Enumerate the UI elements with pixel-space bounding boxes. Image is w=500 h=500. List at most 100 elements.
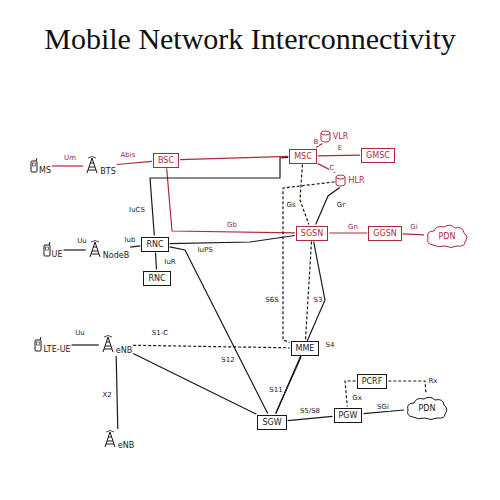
- tower-icon: [100, 335, 116, 353]
- interface-connector: [117, 161, 152, 164]
- database-node: HLR: [335, 174, 364, 187]
- tower-icon: [87, 240, 103, 258]
- network-element-box: PCRF: [357, 374, 388, 389]
- handset-node: LTE-UE: [33, 337, 70, 354]
- tower-frame: [87, 158, 97, 173]
- phone-screen: [37, 342, 40, 345]
- interface-label: Gn: [347, 223, 359, 231]
- node-label: MS: [39, 166, 51, 175]
- cloud-shape: [408, 397, 447, 419]
- base-station-node: eNB: [100, 335, 132, 355]
- node-label: BTS: [100, 167, 115, 176]
- interface-label: IuR: [163, 258, 176, 266]
- tower-antenna: [91, 241, 99, 243]
- phone-icon: [42, 242, 52, 257]
- base-station-node: BTS: [84, 156, 115, 176]
- network-element-box: MSC: [289, 149, 317, 164]
- interface-label: Um: [63, 154, 77, 162]
- database-cylinder: [335, 174, 346, 187]
- interface-connector: [156, 253, 157, 270]
- interface-connector: [180, 156, 288, 159]
- phone-antenna: [49, 242, 50, 245]
- interface-label: S12: [220, 356, 235, 364]
- node-label: GMSC: [366, 151, 390, 160]
- interface-label: C: [329, 164, 336, 172]
- node-label: PCRF: [362, 377, 383, 386]
- tower-icon: [84, 156, 100, 174]
- cylinder-top: [321, 131, 330, 135]
- handset-node: MS: [29, 158, 51, 175]
- interface-connector: [300, 165, 309, 225]
- interface-label: SGi: [376, 403, 390, 411]
- cloud-shape: [428, 225, 467, 247]
- phone-screen: [45, 247, 48, 250]
- node-label: SGSN: [301, 229, 323, 238]
- node-label: HLR: [348, 176, 364, 185]
- interface-label: E: [337, 144, 343, 152]
- phone-antenna: [36, 158, 37, 161]
- interface-connector: [329, 232, 367, 233]
- phone-body: [44, 245, 50, 256]
- phone-icon: [29, 158, 39, 173]
- interface-label: S6S: [264, 296, 279, 304]
- tower-antenna: [106, 431, 114, 433]
- interface-label: B: [313, 138, 320, 146]
- node-label: SGW: [262, 418, 281, 427]
- interface-label: S11: [268, 386, 283, 394]
- interface-label: Uu: [76, 237, 88, 245]
- node-label: VLR: [333, 132, 349, 141]
- interface-connector: [276, 357, 301, 414]
- network-element-box: SGSN: [296, 226, 328, 241]
- interface-connector: [52, 165, 83, 166]
- interface-connector: [170, 236, 295, 244]
- node-label: LTE-UE: [43, 345, 70, 354]
- node-label: MSC: [294, 152, 312, 161]
- network-element-box: RNC: [141, 237, 168, 252]
- interface-connector: [170, 247, 268, 414]
- node-label: MME: [296, 344, 315, 353]
- interface-label: Gb: [226, 221, 238, 229]
- interface-connector: [133, 354, 256, 415]
- phone-screen: [33, 163, 36, 166]
- phone-body: [31, 161, 37, 172]
- interface-connector: [318, 164, 336, 173]
- interface-label: Abis: [120, 151, 137, 159]
- node-label: UE: [52, 250, 63, 259]
- network-cloud: PDN: [405, 395, 449, 421]
- interface-label: X2: [101, 391, 112, 399]
- node-label: PDN: [439, 232, 456, 241]
- node-label: PDN: [419, 404, 436, 413]
- tower-frame: [103, 337, 113, 352]
- interface-label: Gx: [351, 394, 363, 402]
- interface-connector: [150, 157, 288, 235]
- handset-node: UE: [42, 242, 63, 259]
- tower-antenna: [88, 157, 96, 159]
- interface-label: Gr: [336, 201, 346, 209]
- node-label: BSC: [158, 156, 174, 165]
- node-label: RNC: [148, 274, 165, 283]
- node-label: eNB: [116, 346, 132, 355]
- interface-connector: [388, 381, 426, 394]
- interface-connector: [72, 344, 99, 345]
- network-cloud: PDN: [425, 223, 469, 249]
- interface-connector: [64, 249, 86, 250]
- node-label: eNB: [118, 441, 134, 450]
- tower-icon: [102, 430, 118, 448]
- diagram-title: Mobile Network Interconnectivity: [0, 22, 500, 56]
- interface-connector: [133, 345, 289, 348]
- interface-label: Iub: [124, 236, 137, 244]
- interface-label: Gi: [409, 223, 418, 231]
- interface-label: S1-C: [151, 329, 169, 337]
- network-element-box: GGSN: [368, 226, 401, 241]
- phone-body: [35, 340, 41, 351]
- network-element-box: GMSC: [361, 148, 395, 163]
- node-label: NodeB: [103, 251, 129, 260]
- interface-label: Gs: [285, 201, 296, 209]
- interface-connector: [130, 246, 140, 247]
- cylinder-top: [336, 175, 345, 179]
- interface-label: Rx: [427, 377, 438, 385]
- network-element-box: SGW: [257, 415, 286, 430]
- tower-frame: [105, 432, 115, 447]
